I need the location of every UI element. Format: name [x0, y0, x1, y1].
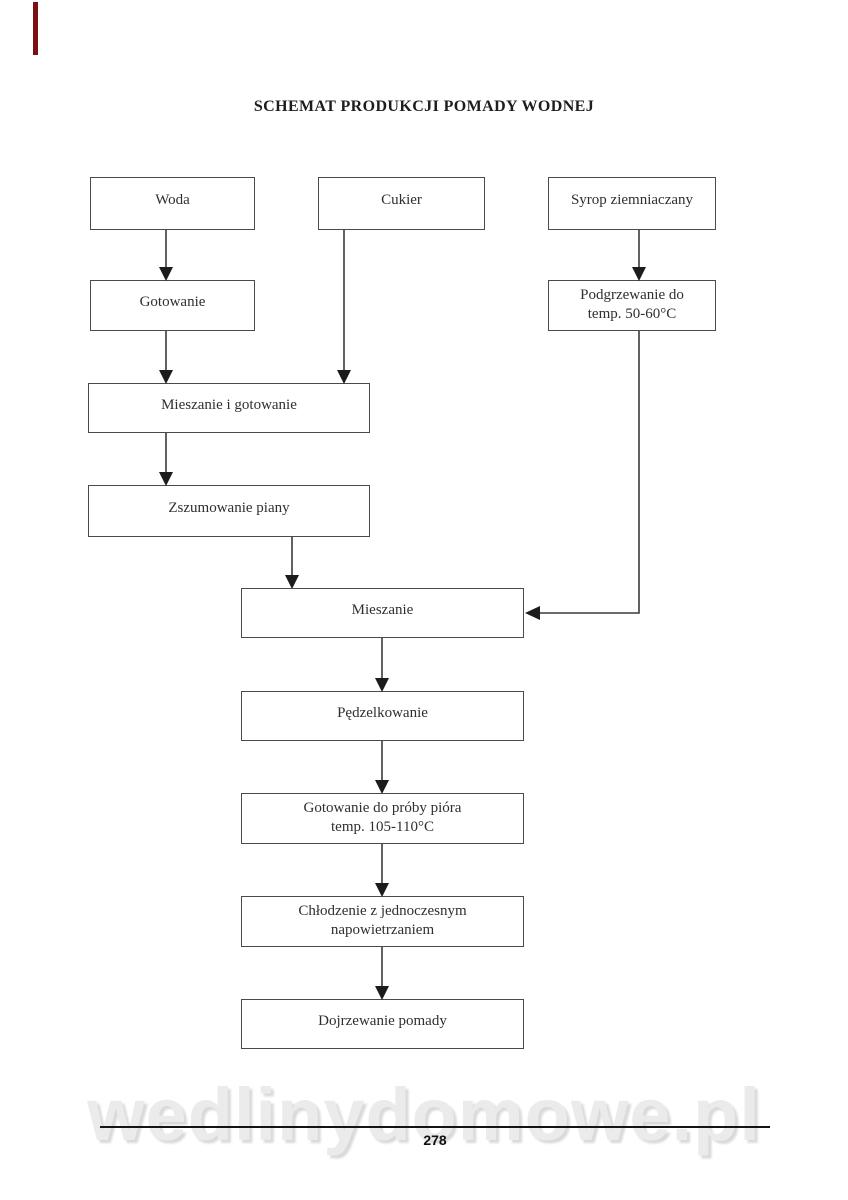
node-syrop-ziemniaczany: Syrop ziemniaczany [548, 177, 716, 230]
node-pedzelkowanie: Pędzelkowanie [241, 691, 524, 741]
node-zszumowanie-piany: Zszumowanie piany [88, 485, 370, 537]
page-title: SCHEMAT PRODUKCJI POMADY WODNEJ [253, 98, 595, 115]
node-woda: Woda [90, 177, 255, 230]
footer-rule [100, 1126, 770, 1128]
watermark-text: wedlinydomowe.pl [87, 1073, 761, 1156]
arrowheads [159, 267, 646, 1000]
page-number: 278 [423, 1132, 447, 1148]
node-gotowanie-do-proby: Gotowanie do próby pióra temp. 105-110°C [241, 793, 524, 844]
node-dojrzewanie-pomady: Dojrzewanie pomady [241, 999, 524, 1049]
node-chlodzenie: Chłodzenie z jednoczesnym napowietrzanie… [241, 896, 524, 947]
node-podgrzewanie: Podgrzewanie do temp. 50-60°C [548, 280, 716, 331]
red-margin-mark [33, 2, 38, 55]
node-mieszanie-i-gotowanie: Mieszanie i gotowanie [88, 383, 370, 433]
node-mieszanie: Mieszanie [241, 588, 524, 638]
node-cukier: Cukier [318, 177, 485, 230]
node-gotowanie: Gotowanie [90, 280, 255, 331]
